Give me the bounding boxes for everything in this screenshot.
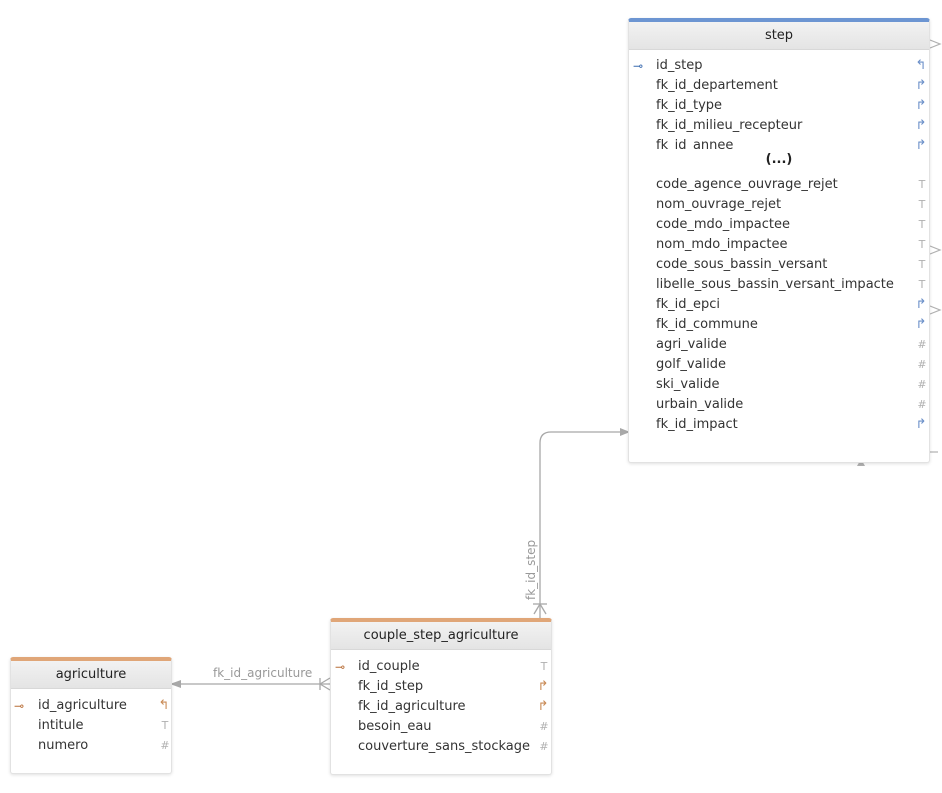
column-row[interactable]: numero #: [11, 736, 171, 756]
column-row[interactable]: code_agence_ouvrage_rejet T: [629, 175, 929, 195]
column-name: numero: [38, 738, 89, 753]
column-name: golf_valide: [656, 357, 727, 372]
foreign-key-arrow-icon: ↱: [915, 297, 927, 312]
column-list: ⊸ id_couple T fk_id_step ↱ fk_id_agricul…: [331, 657, 551, 757]
number-type-icon: #: [917, 398, 927, 411]
foreign-key-arrow-icon: ↱: [915, 78, 927, 93]
key-icon: ⊸: [13, 699, 25, 713]
key-icon: ⊸: [334, 660, 346, 674]
column-row[interactable]: fk_id_departement ↱: [629, 76, 929, 96]
column-row[interactable]: ⊸ id_agriculture ↰: [11, 696, 171, 716]
text-type-icon: T: [918, 218, 926, 231]
key-icon: ⊸: [632, 59, 644, 73]
column-row[interactable]: ski_valide #: [629, 375, 929, 395]
collapsed-columns-ellipsis[interactable]: (...): [629, 149, 929, 171]
column-name: urbain_valide: [656, 397, 744, 412]
link-label-fk-id-step: fk_id_step: [524, 540, 538, 600]
column-name: fk_id_epci: [656, 297, 720, 312]
column-row[interactable]: agri_valide #: [629, 335, 929, 355]
foreign-key-arrow-icon: ↱: [915, 138, 927, 153]
foreign-key-arrow-icon: ↱: [537, 699, 549, 714]
foreign-key-arrow-icon: ↱: [537, 679, 549, 694]
column-list-top: ⊸ id_step ↰ fk_id_departement ↱ fk_id_ty…: [629, 56, 929, 164]
table-title[interactable]: couple_step_agriculture: [331, 622, 551, 650]
column-name: id_couple: [358, 659, 420, 674]
column-name: couverture_sans_stockage: [358, 739, 531, 754]
column-name: fk_id_impact: [656, 417, 738, 432]
primary-key-return-icon: ↰: [915, 58, 927, 73]
column-row[interactable]: urbain_valide #: [629, 395, 929, 415]
column-row[interactable]: intitule T: [11, 716, 171, 736]
column-name: fk_id_agriculture: [358, 699, 466, 714]
link-fk-id-agriculture[interactable]: fk_id_agriculture: [170, 666, 332, 691]
number-type-icon: #: [539, 740, 549, 753]
column-row[interactable]: code_mdo_impactee T: [629, 215, 929, 235]
foreign-key-arrow-icon: ↱: [915, 98, 927, 113]
number-type-icon: #: [917, 338, 927, 351]
column-name: agri_valide: [656, 337, 727, 352]
column-name: nom_ouvrage_rejet: [656, 197, 782, 212]
column-list: ⊸ id_agriculture ↰ intitule T numero #: [11, 696, 171, 756]
column-row[interactable]: code_sous_bassin_versant T: [629, 255, 929, 275]
column-row[interactable]: code_agence T: [629, 171, 929, 175]
column-row[interactable]: nom_ouvrage_rejet T: [629, 195, 929, 215]
column-row[interactable]: couverture_sans_stockage #: [331, 737, 551, 757]
column-row[interactable]: fk_id_milieu_recepteur ↱: [629, 116, 929, 136]
text-type-icon: T: [918, 258, 926, 271]
column-name: ski_valide: [656, 377, 720, 392]
number-type-icon: #: [160, 739, 170, 752]
column-row[interactable]: ⊸ id_couple T: [331, 657, 551, 677]
column-list-bottom: code_agence T code_agence_ouvrage_rejet …: [629, 171, 929, 447]
link-fk-id-step[interactable]: fk_id_step: [524, 428, 630, 618]
column-name: nom_mdo_impactee: [656, 237, 788, 252]
text-type-icon: T: [918, 198, 926, 211]
column-name: code_agence: [656, 171, 741, 175]
column-row[interactable]: fk_id_type ↱: [629, 96, 929, 116]
table-title[interactable]: agriculture: [11, 661, 171, 689]
column-row[interactable]: nom_mdo_impactee T: [629, 235, 929, 255]
text-type-icon: T: [918, 278, 926, 291]
column-name: id_agriculture: [38, 698, 127, 713]
number-type-icon: #: [539, 720, 549, 733]
column-row[interactable]: libelle_sous_bassin_versant_impacte T: [629, 275, 929, 295]
column-row[interactable]: fk_id_step ↱: [331, 677, 551, 697]
column-name: libelle_sous_bassin_versant_impacte: [656, 277, 894, 292]
column-row[interactable]: fk_id_impact ↱: [629, 415, 929, 435]
table-step[interactable]: step ⊸ id_step ↰ fk_id_departement ↱ fk_…: [628, 18, 930, 463]
column-row[interactable]: golf_valide #: [629, 355, 929, 375]
foreign-key-arrow-icon: ↱: [915, 417, 927, 432]
column-name: code_sous_bassin_versant: [656, 257, 828, 272]
column-name: fk_id_type: [656, 98, 723, 113]
text-type-icon: T: [161, 719, 169, 732]
table-couple-step-agriculture[interactable]: couple_step_agriculture ⊸ id_couple T fk…: [330, 618, 552, 775]
column-name: fk_id_milieu_recepteur: [656, 118, 803, 133]
column-name: intitule: [38, 718, 84, 733]
number-type-icon: #: [917, 378, 927, 391]
primary-key-return-icon: ↰: [158, 698, 170, 713]
table-agriculture[interactable]: agriculture ⊸ id_agriculture ↰ intitule …: [10, 657, 172, 774]
text-type-icon: T: [918, 178, 926, 191]
column-row[interactable]: ⊸ id_step ↰: [629, 56, 929, 76]
column-row[interactable]: fk_id_agriculture ↱: [331, 697, 551, 717]
table-title[interactable]: step: [629, 22, 929, 50]
text-type-icon: T: [540, 660, 548, 673]
column-row[interactable]: fk_id_epci ↱: [629, 295, 929, 315]
foreign-key-arrow-icon: ↱: [915, 118, 927, 133]
column-row[interactable]: fk_id_commune ↱: [629, 315, 929, 335]
column-name: fk_id_step: [358, 679, 424, 694]
column-name: code_mdo_impactee: [656, 217, 790, 232]
column-name: fk_id_commune: [656, 317, 758, 332]
column-name: besoin_eau: [358, 719, 432, 734]
column-name: fk_id_departement: [656, 78, 778, 93]
column-name: id_step: [656, 58, 703, 73]
column-row[interactable]: besoin_eau #: [331, 717, 551, 737]
text-type-icon: T: [918, 238, 926, 251]
number-type-icon: #: [917, 358, 927, 371]
link-label-fk-id-agriculture: fk_id_agriculture: [213, 666, 312, 680]
column-name: code_agence_ouvrage_rejet: [656, 177, 838, 192]
foreign-key-arrow-icon: ↱: [915, 317, 927, 332]
